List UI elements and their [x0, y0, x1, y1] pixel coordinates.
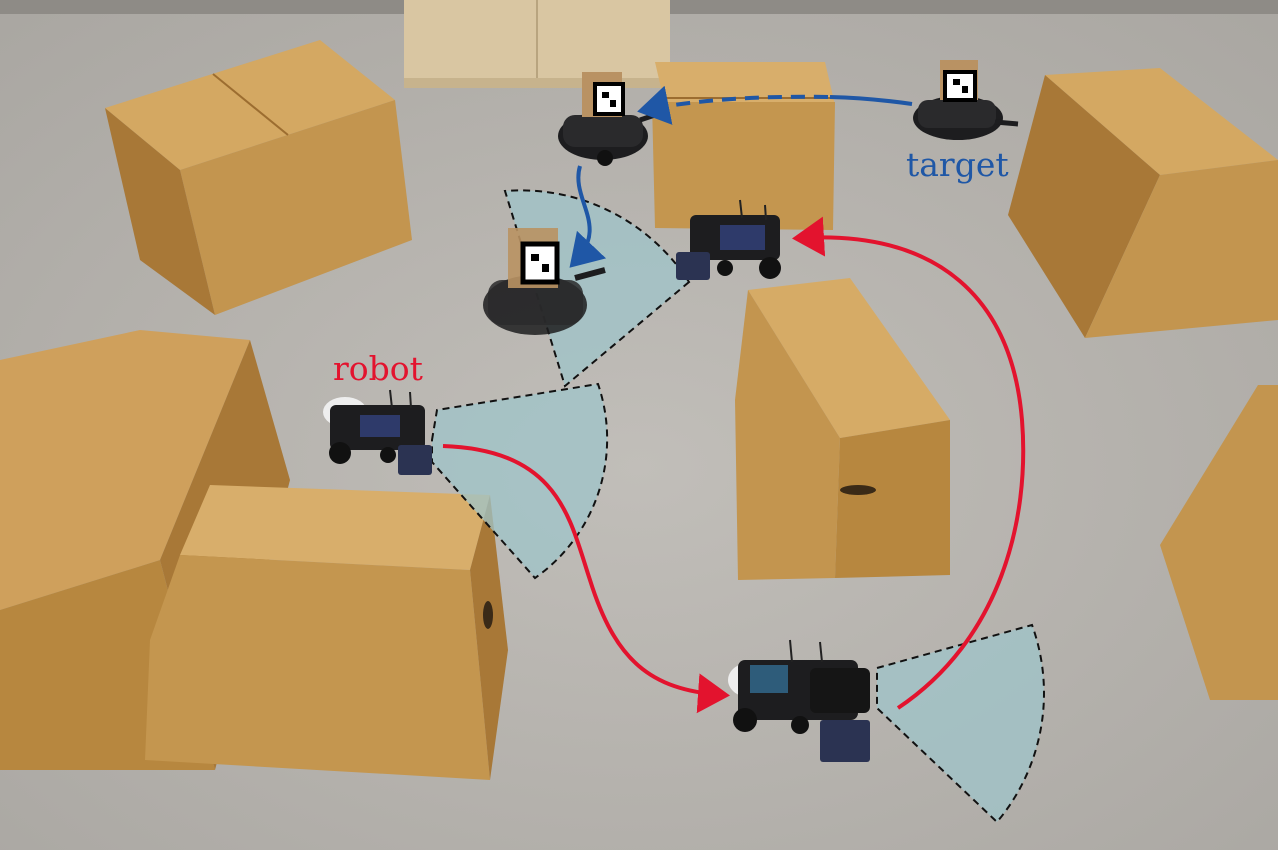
target-robot-top	[558, 72, 656, 166]
robot-path-lower	[442, 444, 730, 714]
target-path-dashed	[637, 85, 829, 125]
target-robot-middle	[483, 228, 606, 335]
box-top-left	[105, 40, 412, 315]
target-path-down	[569, 165, 607, 268]
robot-label: robot	[333, 349, 423, 388]
box-center	[735, 278, 950, 580]
tracker-robot-bottom	[728, 639, 870, 762]
fov-robot-left	[431, 382, 609, 580]
target-label: target	[906, 145, 1009, 184]
box-top-middle	[652, 62, 835, 230]
cabinet	[404, 0, 670, 88]
ar-marker-icon	[520, 241, 560, 285]
ar-marker-icon	[593, 82, 625, 116]
target-path-solid-top	[829, 95, 913, 106]
robot-path-upper	[792, 216, 1026, 710]
tracker-robot-left	[323, 389, 432, 475]
box-right-edge	[1160, 385, 1278, 700]
box-top-right	[1008, 68, 1278, 338]
box-front-left	[145, 485, 508, 780]
target-robot-top-right	[913, 60, 1019, 140]
fov-robot-bottom	[876, 623, 1045, 824]
tracker-robot-top	[676, 199, 781, 280]
ar-marker-icon	[943, 70, 977, 102]
